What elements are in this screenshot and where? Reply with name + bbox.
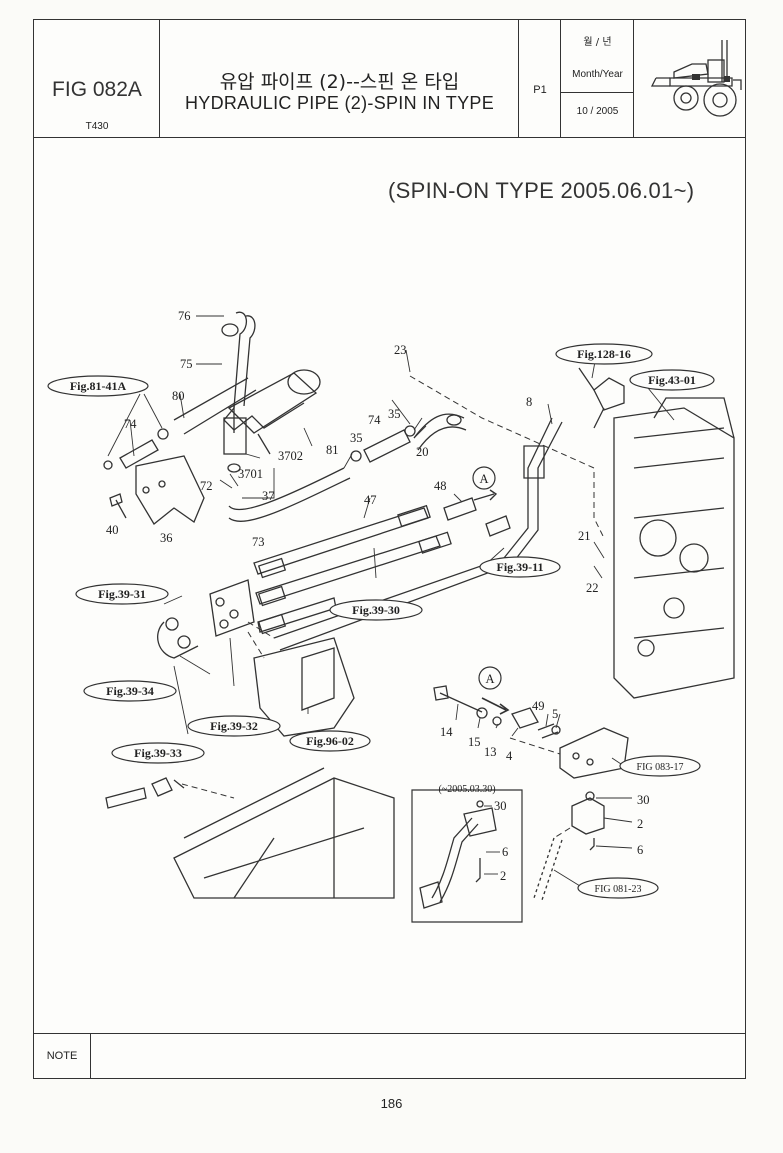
month-year-korean: 월 / 년 — [583, 37, 612, 48]
part-22: 22 — [586, 581, 599, 595]
manifold-block — [209, 579, 255, 637]
ref-fig-39-32: Fig.39-32 — [210, 719, 258, 733]
pipe-8 — [273, 417, 563, 651]
hose-47-upper — [253, 507, 429, 575]
revision-date: 10 / 2005 — [576, 106, 619, 117]
part-47: 47 — [364, 493, 377, 507]
part-37: 37 — [262, 489, 275, 503]
inset-title: (~2005.03.30) — [438, 784, 495, 795]
part-81: 81 — [326, 443, 339, 457]
filter-assembly — [221, 311, 321, 473]
part-23: 23 — [394, 343, 407, 357]
fig-code: FIG 082A — [52, 78, 142, 101]
part-80: 80 — [172, 389, 185, 403]
engine-block — [613, 397, 735, 699]
block-4 — [511, 707, 539, 729]
spin-type-heading: (SPIN-ON TYPE 2005.06.01~) — [388, 178, 695, 203]
ref-fig-39-11: Fig.39-11 — [497, 560, 544, 574]
part-3701: 3701 — [238, 467, 263, 481]
hose-74-left — [119, 439, 159, 469]
part-36: 36 — [160, 531, 173, 545]
part-40: 40 — [106, 523, 119, 537]
month-year-english: Month/Year — [572, 69, 623, 80]
pipe-8-spring — [523, 445, 545, 479]
month-year-cell: 월 / 년 Month/Year 10 / 2005 — [561, 20, 634, 137]
inset-box — [411, 789, 523, 923]
page-code-cell: P1 — [519, 20, 561, 137]
part-6-right: 6 — [637, 843, 643, 857]
part-74-right: 74 — [368, 413, 381, 427]
part-49: 49 — [532, 699, 545, 713]
page-code: P1 — [533, 84, 547, 96]
ref-fig-39-30: Fig.39-30 — [352, 603, 400, 617]
bracket-36 — [135, 455, 205, 525]
note-row: NOTE — [34, 1033, 745, 1078]
bolt-14 — [439, 692, 483, 713]
part-14: 14 — [440, 725, 453, 739]
part-4: 4 — [506, 749, 513, 763]
ref-fig-39-33: Fig.39-33 — [134, 746, 182, 760]
tractor-thumbnail-cell — [634, 20, 745, 137]
transmission-housing — [173, 767, 395, 899]
parts-sheet: FIG 082A T430 유압 파이프 (2)--스핀 온 타입 HYDRAU… — [33, 19, 746, 1079]
part-13: 13 — [484, 745, 497, 759]
valve-block-083-17 — [559, 727, 629, 779]
elbow-fitting — [593, 377, 625, 411]
title-english: HYDRAULIC PIPE (2)-SPIN IN TYPE — [184, 93, 495, 113]
title-cell: 유압 파이프 (2)--스핀 온 타입 HYDRAULIC PIPE (2)-S… — [160, 20, 519, 137]
part-15: 15 — [468, 735, 481, 749]
ref-fig-39-34: Fig.39-34 — [106, 684, 154, 698]
part-21: 21 — [578, 529, 591, 543]
elbow-pipe-39-34 — [157, 621, 199, 659]
part-8: 8 — [526, 395, 532, 409]
part-75: 75 — [180, 357, 193, 371]
part-6-inset: 6 — [502, 845, 508, 859]
part-30-right: 30 — [637, 793, 650, 807]
hose-47-middle — [255, 535, 441, 605]
ref-fig-083-17: FIG 083-17 — [637, 762, 684, 773]
month-year-divider — [561, 92, 634, 93]
part-35-left: 35 — [350, 431, 363, 445]
pipe-37 — [228, 467, 351, 522]
part-2-right: 2 — [637, 817, 643, 831]
part-5: 5 — [552, 707, 558, 721]
diagram-area: (SPIN-ON TYPE 2005.06.01~) — [34, 138, 745, 1036]
arrow-a-upper: A — [472, 466, 498, 501]
part-35-right: 35 — [388, 407, 401, 421]
header-block: FIG 082A T430 유압 파이프 (2)--스핀 온 타입 HYDRAU… — [34, 20, 745, 138]
part-74-left: 74 — [124, 417, 137, 431]
page-number: 186 — [380, 1096, 403, 1111]
ref-fig-96-02: Fig.96-02 — [306, 734, 354, 748]
arrow-a-lower: A — [478, 666, 510, 715]
ref-fig-39-31: Fig.39-31 — [98, 587, 146, 601]
connector-48 — [443, 497, 477, 521]
ref-fig-43-01: Fig.43-01 — [648, 373, 696, 387]
part-30-inset: 30 — [494, 799, 507, 813]
hose-74-right — [363, 429, 411, 463]
tractor-icon — [650, 40, 742, 117]
part-2-inset: 2 — [500, 869, 506, 883]
arrow-a-lower-label: A — [485, 672, 494, 686]
pipe-80 — [173, 377, 257, 435]
bracket-96-02 — [253, 637, 355, 737]
model-code: T430 — [85, 121, 109, 132]
part-72: 72 — [200, 479, 213, 493]
arrow-a-upper-label: A — [479, 472, 488, 486]
exploded-parts-diagram: A A — [47, 309, 735, 923]
part-3702: 3702 — [278, 449, 303, 463]
ref-fig-81-41a: Fig.81-41A — [70, 379, 127, 393]
fig-code-cell: FIG 082A T430 — [34, 20, 160, 137]
title-korean: 유압 파이프 (2)--스핀 온 타입 — [219, 71, 460, 93]
ref-fig-128-16: Fig.128-16 — [577, 347, 631, 361]
part-20: 20 — [416, 445, 429, 459]
part-73: 73 — [252, 535, 265, 549]
part-76: 76 — [178, 309, 191, 323]
note-label: NOTE — [34, 1034, 91, 1078]
ref-fig-081-23: FIG 081-23 — [595, 884, 642, 895]
hose-fitting-lower-left — [105, 787, 147, 809]
part-48: 48 — [434, 479, 447, 493]
block-2 — [571, 797, 605, 835]
